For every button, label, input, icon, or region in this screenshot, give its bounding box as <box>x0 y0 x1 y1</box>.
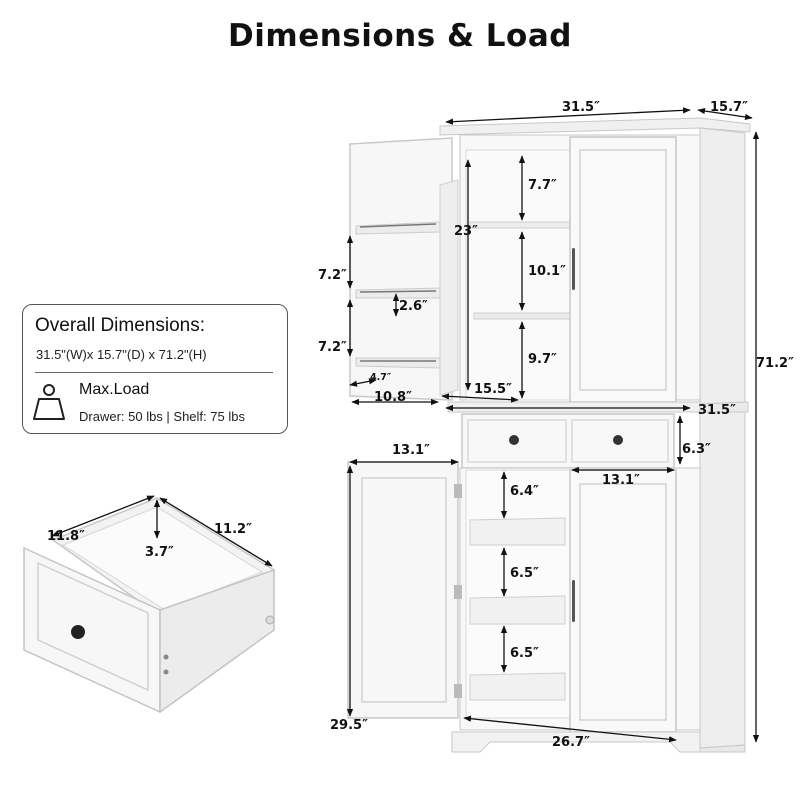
drawer-height-label: 6.3″ <box>682 442 711 457</box>
drawer-depth-label: 11.8″ <box>47 529 85 544</box>
drawer-width-label: 13.1″ <box>602 473 640 488</box>
rack-depth-label: 4.7″ <box>370 372 392 383</box>
overall-dimensions-heading: Overall Dimensions: <box>35 315 205 336</box>
divider <box>35 372 273 373</box>
rack-gap-lower-label: 7.2″ <box>318 340 347 355</box>
weight-icon <box>33 384 65 420</box>
load-capacity-text: Drawer: 50 lbs | Shelf: 75 lbs <box>79 409 245 424</box>
overall-dimensions-box: Overall Dimensions: 31.5"(W)x 15.7"(D) x… <box>22 304 288 434</box>
rack-rail-label: 2.6″ <box>399 299 428 314</box>
top-width-label: 31.5″ <box>562 100 600 115</box>
shelf-gap-top-label: 7.7″ <box>528 178 557 193</box>
base-width-label: 26.7″ <box>552 735 590 750</box>
shelf-gap-low-label: 9.7″ <box>528 352 557 367</box>
lower-height-label: 29.5″ <box>330 718 368 733</box>
drawer-width-detail-label: 11.2″ <box>214 522 252 537</box>
top-depth-label: 15.7″ <box>710 100 748 115</box>
drawer-inner-height-label: 3.7″ <box>145 545 174 560</box>
max-load-label: Max.Load <box>79 381 150 398</box>
dimension-arrows <box>51 107 760 743</box>
pullout-gap-1-label: 6.4″ <box>510 484 539 499</box>
mid-width-label: 31.5″ <box>698 403 736 418</box>
rack-gap-upper-label: 7.2″ <box>318 268 347 283</box>
shelf-gap-mid-label: 10.1″ <box>528 264 566 279</box>
upper-door-width-label: 10.8″ <box>374 390 412 405</box>
shelf-depth-label: 15.5″ <box>474 382 512 397</box>
overall-dimensions-value: 31.5"(W)x 15.7"(D) x 71.2"(H) <box>36 347 207 362</box>
pullout-gap-3-label: 6.5″ <box>510 646 539 661</box>
door-shelf-height-label: 23″ <box>454 224 478 239</box>
pullout-gap-2-label: 6.5″ <box>510 566 539 581</box>
total-height-label: 71.2″ <box>756 356 794 371</box>
page-title: Dimensions & Load <box>228 18 572 54</box>
lower-left-width-label: 13.1″ <box>392 443 430 458</box>
cabinet-body <box>347 117 751 753</box>
